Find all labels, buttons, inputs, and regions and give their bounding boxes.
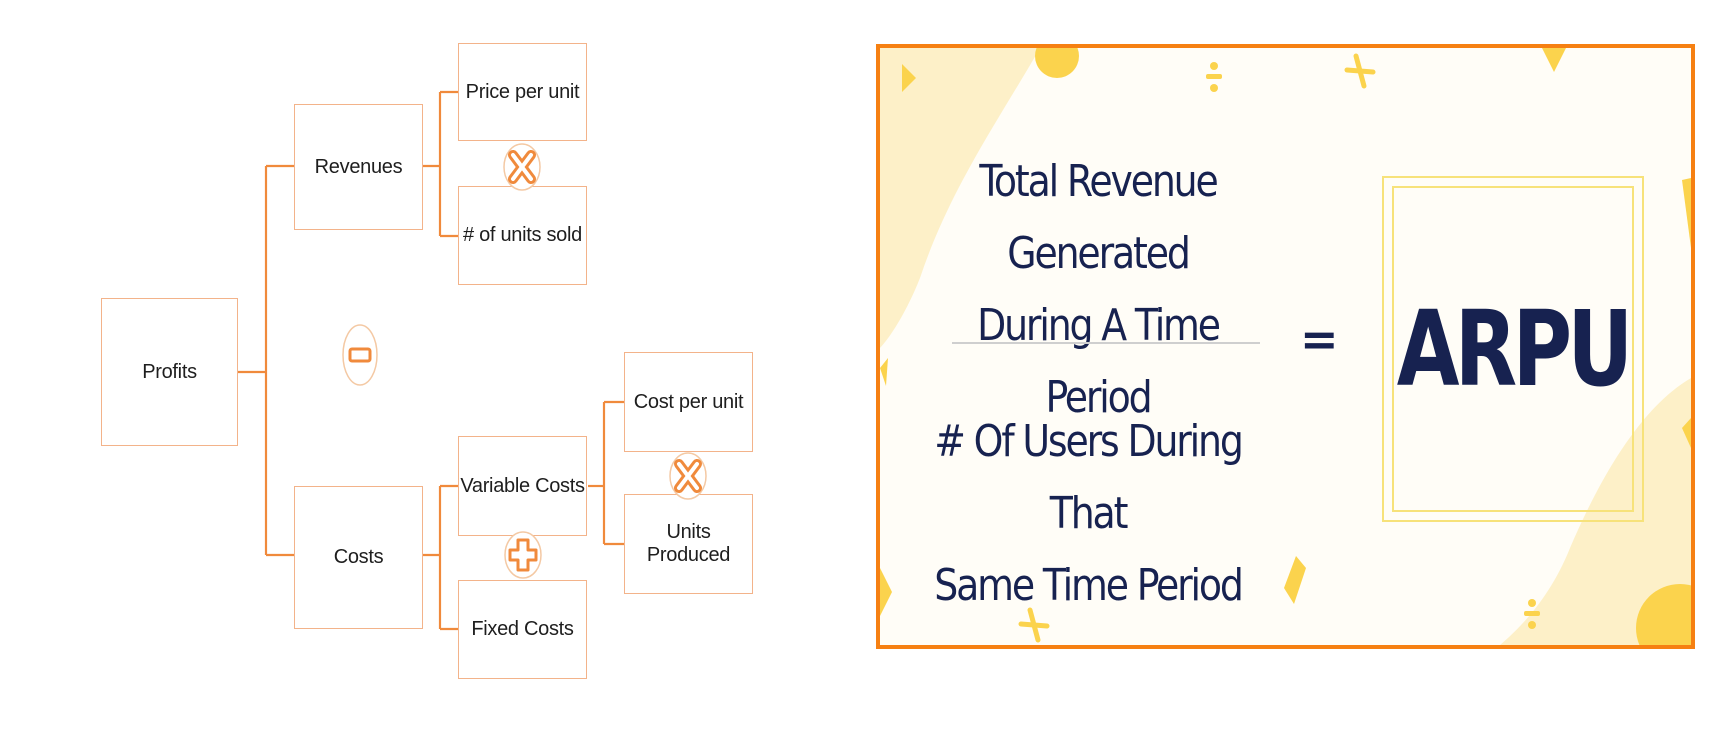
price-per-unit-label: Price per unit: [465, 80, 580, 103]
variable-costs-label: Variable Costs: [460, 474, 585, 497]
numerator-line-1: Total Revenue Generated: [979, 156, 1218, 279]
arpu-result-inner-frame: ARPU: [1392, 186, 1634, 512]
cost-per-unit-node: Cost per unit: [624, 352, 753, 452]
equals-sign: =: [1300, 312, 1339, 366]
denominator-line-2: Same Time Period: [934, 560, 1244, 611]
fixed-costs-label: Fixed Costs: [471, 618, 574, 640]
formula-denominator: # Of Users During That Same Time Period: [916, 406, 1260, 622]
fraction-bar: [952, 342, 1260, 344]
units-sold-label: # of units sold: [463, 224, 582, 246]
units-sold-node: # of units sold: [458, 186, 587, 285]
costs-node: Costs: [294, 486, 423, 629]
fixed-costs-node: Fixed Costs: [458, 580, 587, 679]
denominator-line-1: # Of Users During That: [934, 416, 1244, 539]
plus-icon: [504, 531, 542, 579]
revenues-label: Revenues: [314, 155, 403, 178]
arpu-result-box: ARPU: [1382, 176, 1644, 522]
costs-label: Costs: [333, 546, 384, 568]
revenues-node: Revenues: [294, 104, 423, 230]
profits-label: Profits: [142, 360, 197, 383]
multiply-icon: [503, 143, 541, 191]
minus-icon: [342, 324, 378, 386]
units-produced-label: Units Produced: [646, 521, 731, 566]
units-produced-node: Units Produced: [624, 494, 753, 594]
price-per-unit-node: Price per unit: [458, 43, 587, 141]
variable-costs-node: Variable Costs: [458, 436, 587, 536]
formula-numerator: Total Revenue Generated During A Time Pe…: [926, 146, 1270, 434]
arpu-result-label: ARPU: [1397, 288, 1634, 410]
profit-tree-connectors: [238, 90, 624, 631]
multiply-icon: [669, 452, 707, 500]
cost-per-unit-label: Cost per unit: [633, 390, 744, 413]
profits-node: Profits: [101, 298, 238, 446]
arpu-formula-card: Total Revenue Generated During A Time Pe…: [876, 44, 1695, 649]
